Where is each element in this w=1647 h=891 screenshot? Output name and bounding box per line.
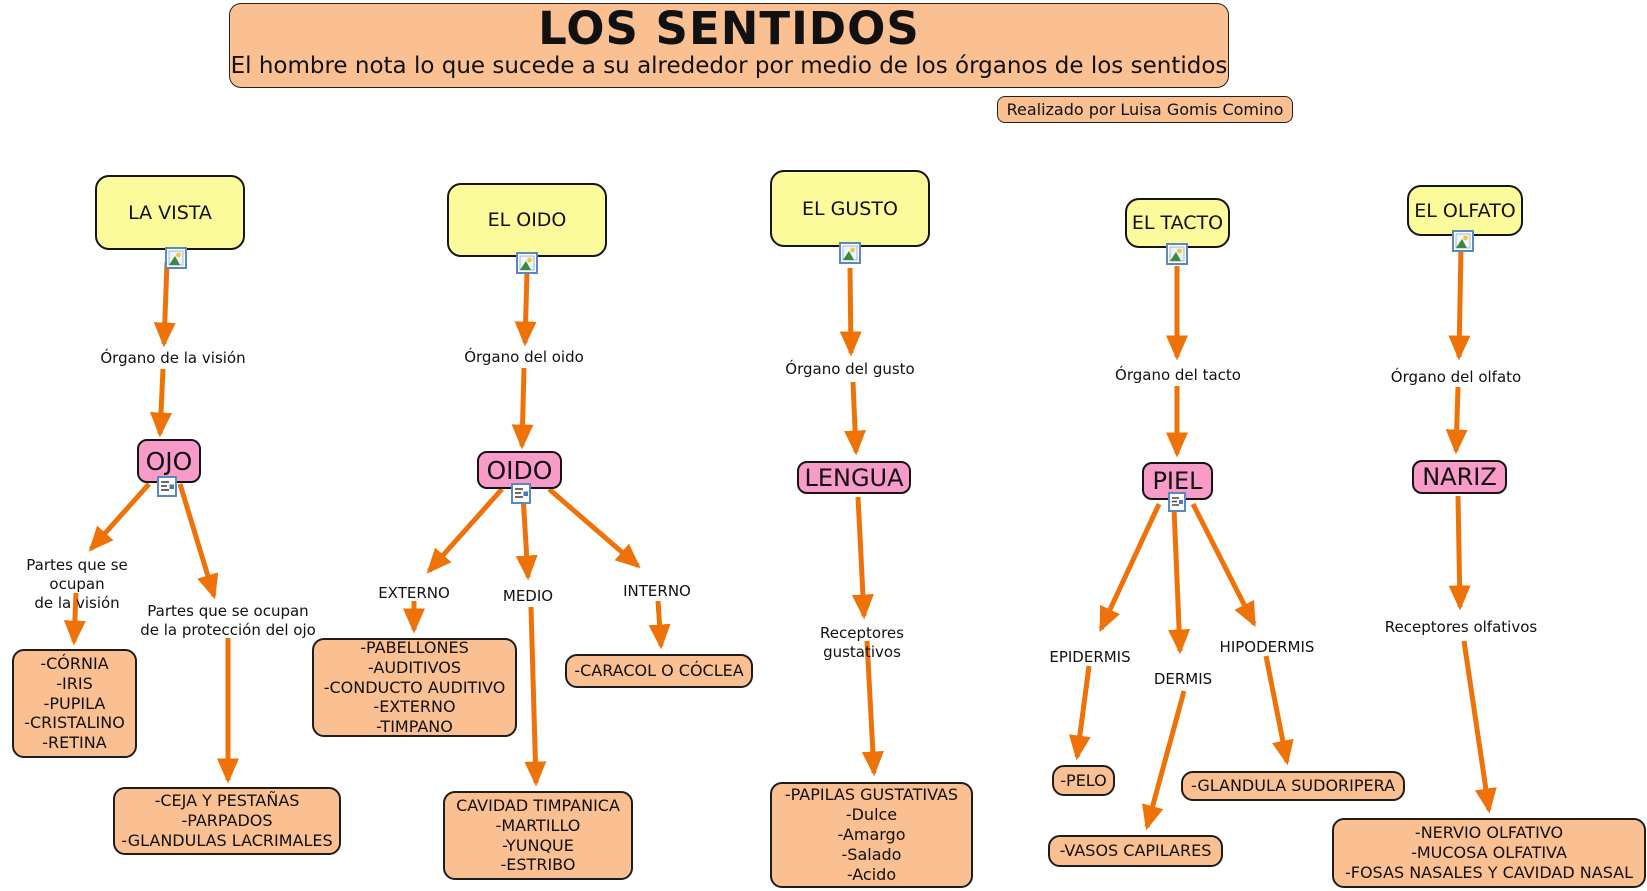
link-label-organo-vision: Órgano de la visión — [100, 349, 246, 367]
link-label-receptores-gustativos: Receptores gustativos — [820, 624, 904, 661]
arrow — [1445, 386, 1468, 455]
arrow — [851, 496, 874, 620]
link-label-hipodermis: HIPODERMIS — [1219, 638, 1315, 656]
concept-label: NARIZ — [1422, 463, 1497, 491]
leaf-text: -PAPILAS GUSTATIVAS -Dulce -Amargo -Sala… — [784, 785, 959, 884]
leaf-text: -PABELLONES -AUDITIVOS -CONDUCTO AUDITIV… — [323, 637, 506, 737]
link-label-organo-olfato: Órgano del olfato — [1390, 368, 1522, 386]
arrow — [524, 606, 547, 787]
leaf-olfato-receptores[interactable]: -NERVIO OLFATIVO -MUCOSA OLFATIVA -FOSAS… — [1332, 818, 1646, 888]
concept-label: EL OLFATO — [1414, 199, 1516, 222]
link-label-epidermis: EPIDERMIS — [1049, 648, 1131, 666]
concept-el-olfato[interactable]: EL OLFATO — [1407, 185, 1523, 236]
arrow — [1142, 690, 1187, 831]
image-attachment-icon[interactable] — [839, 242, 861, 268]
image-attachment-icon[interactable] — [1452, 230, 1474, 256]
link-label-organo-tacto: Órgano del tacto — [1115, 366, 1241, 384]
leaf-text: -NERVIO OLFATIVO -MUCOSA OLFATIVA -FOSAS… — [1344, 823, 1634, 882]
page-title: LOS SENTIDOS — [538, 2, 920, 55]
leaf-text: -CÓRNIA -IRIS -PUPILA -CRISTALINO -RETIN… — [24, 653, 125, 753]
page-subtitle: El hombre nota lo que sucede a su alrede… — [230, 53, 1228, 80]
link-label-medio: MEDIO — [502, 587, 554, 605]
arrow — [839, 267, 862, 357]
arrow — [426, 487, 504, 574]
arrow — [150, 368, 172, 438]
link-label-externo: EXTERNO — [378, 584, 450, 602]
link-label-partes-proteccion: Partes que se ocupan de la protección de… — [140, 602, 316, 639]
leaf-text: -CARACOL O CÓCLEA — [574, 661, 744, 681]
leaf-papilas-gustativas[interactable]: -PAPILAS GUSTATIVAS -Dulce -Amargo -Sala… — [770, 782, 973, 888]
arrow-group — [63, 245, 1497, 831]
organ-oido[interactable]: OIDO — [477, 451, 562, 489]
link-label-receptores-olfativos: Receptores olfativos — [1384, 618, 1538, 636]
link-label-organo-gusto: Órgano del gusto — [785, 360, 915, 378]
arrow — [1263, 655, 1294, 766]
concept-label: EL GUSTO — [802, 197, 898, 220]
link-label-partes-vision: Partes que se ocupan de la visión — [26, 556, 128, 612]
organ-ojo[interactable]: OJO — [137, 439, 201, 483]
concept-label: OJO — [145, 446, 193, 476]
arrow — [1168, 507, 1191, 655]
leaf-text: -GLANDULA SUDORIPERA — [1190, 776, 1396, 796]
text-attachment-icon[interactable] — [157, 476, 177, 501]
concept-el-gusto[interactable]: EL GUSTO — [770, 170, 930, 247]
leaf-eye-protection-parts[interactable]: -CEJA Y PESTAÑAS -PARPADOS -GLANDULAS LA… — [113, 787, 341, 855]
link-label-organo-oido: Órgano del oido — [464, 348, 584, 366]
arrow — [844, 381, 867, 456]
arrow — [63, 592, 86, 646]
concept-el-tacto[interactable]: EL TACTO — [1125, 198, 1230, 248]
organ-nariz[interactable]: NARIZ — [1412, 460, 1507, 494]
leaf-oido-interno[interactable]: -CARACOL O CÓCLEA — [565, 654, 753, 688]
arrow — [547, 487, 641, 569]
credit-box: Realizado por Luisa Gomis Comino — [997, 96, 1293, 123]
text-attachment-icon[interactable] — [511, 483, 531, 508]
leaf-text: -PELO — [1060, 770, 1107, 790]
leaf-text: -CEJA Y PESTAÑAS -PARPADOS -GLANDULAS LA… — [121, 791, 333, 850]
image-attachment-icon[interactable] — [516, 252, 538, 278]
arrow — [511, 367, 534, 450]
leaf-text: CAVIDAD TIMPANICA -MARTILLO -YUNQUE -EST… — [456, 795, 620, 875]
arrow — [514, 270, 537, 347]
leaf-text: -VASOS CAPILARES — [1059, 841, 1212, 861]
leaf-oido-externo[interactable]: -PABELLONES -AUDITIVOS -CONDUCTO AUDITIV… — [312, 638, 517, 737]
organ-piel[interactable]: PIEL — [1142, 462, 1213, 500]
leaf-eye-vision-parts[interactable]: -CÓRNIA -IRIS -PUPILA -CRISTALINO -RETIN… — [12, 649, 137, 758]
link-label-interno: INTERNO — [623, 582, 691, 600]
leaf-vasos-capilares[interactable]: -VASOS CAPILARES — [1048, 835, 1223, 867]
arrow — [177, 483, 219, 600]
concept-el-oido[interactable]: EL OIDO — [447, 183, 607, 257]
arrow — [153, 261, 176, 348]
leaf-glandula-sudoripera[interactable]: -GLANDULA SUDORIPERA — [1181, 771, 1405, 801]
arrow — [1098, 502, 1162, 633]
concept-label: EL TACTO — [1131, 212, 1224, 234]
concept-label: OIDO — [486, 455, 553, 485]
arrow — [88, 482, 151, 552]
concept-label: LENGUA — [804, 463, 904, 492]
concept-label: EL OIDO — [487, 209, 567, 231]
concept-label: PIEL — [1152, 467, 1203, 495]
title-banner: LOS SENTIDOS El hombre nota lo que suced… — [229, 3, 1229, 88]
image-attachment-icon[interactable] — [1166, 243, 1188, 269]
image-attachment-icon[interactable] — [165, 247, 187, 273]
arrow — [515, 495, 538, 581]
text-attachment-icon[interactable] — [1168, 492, 1186, 516]
concept-label: LA VISTA — [128, 201, 212, 224]
leaf-pelo[interactable]: -PELO — [1052, 765, 1115, 796]
arrow — [648, 600, 671, 650]
arrow — [1448, 245, 1471, 361]
credit-text: Realizado por Luisa Gomis Comino — [1006, 100, 1284, 119]
arrow — [1190, 502, 1257, 628]
arrow — [1448, 495, 1471, 611]
organ-lengua[interactable]: LENGUA — [797, 461, 911, 494]
leaf-oido-medio[interactable]: CAVIDAD TIMPANICA -MARTILLO -YUNQUE -EST… — [443, 791, 633, 880]
arrow — [861, 640, 884, 777]
arrow — [1461, 640, 1497, 814]
link-label-dermis: DERMIS — [1153, 670, 1213, 688]
arrow — [1068, 665, 1092, 761]
concept-la-vista[interactable]: LA VISTA — [95, 175, 245, 250]
